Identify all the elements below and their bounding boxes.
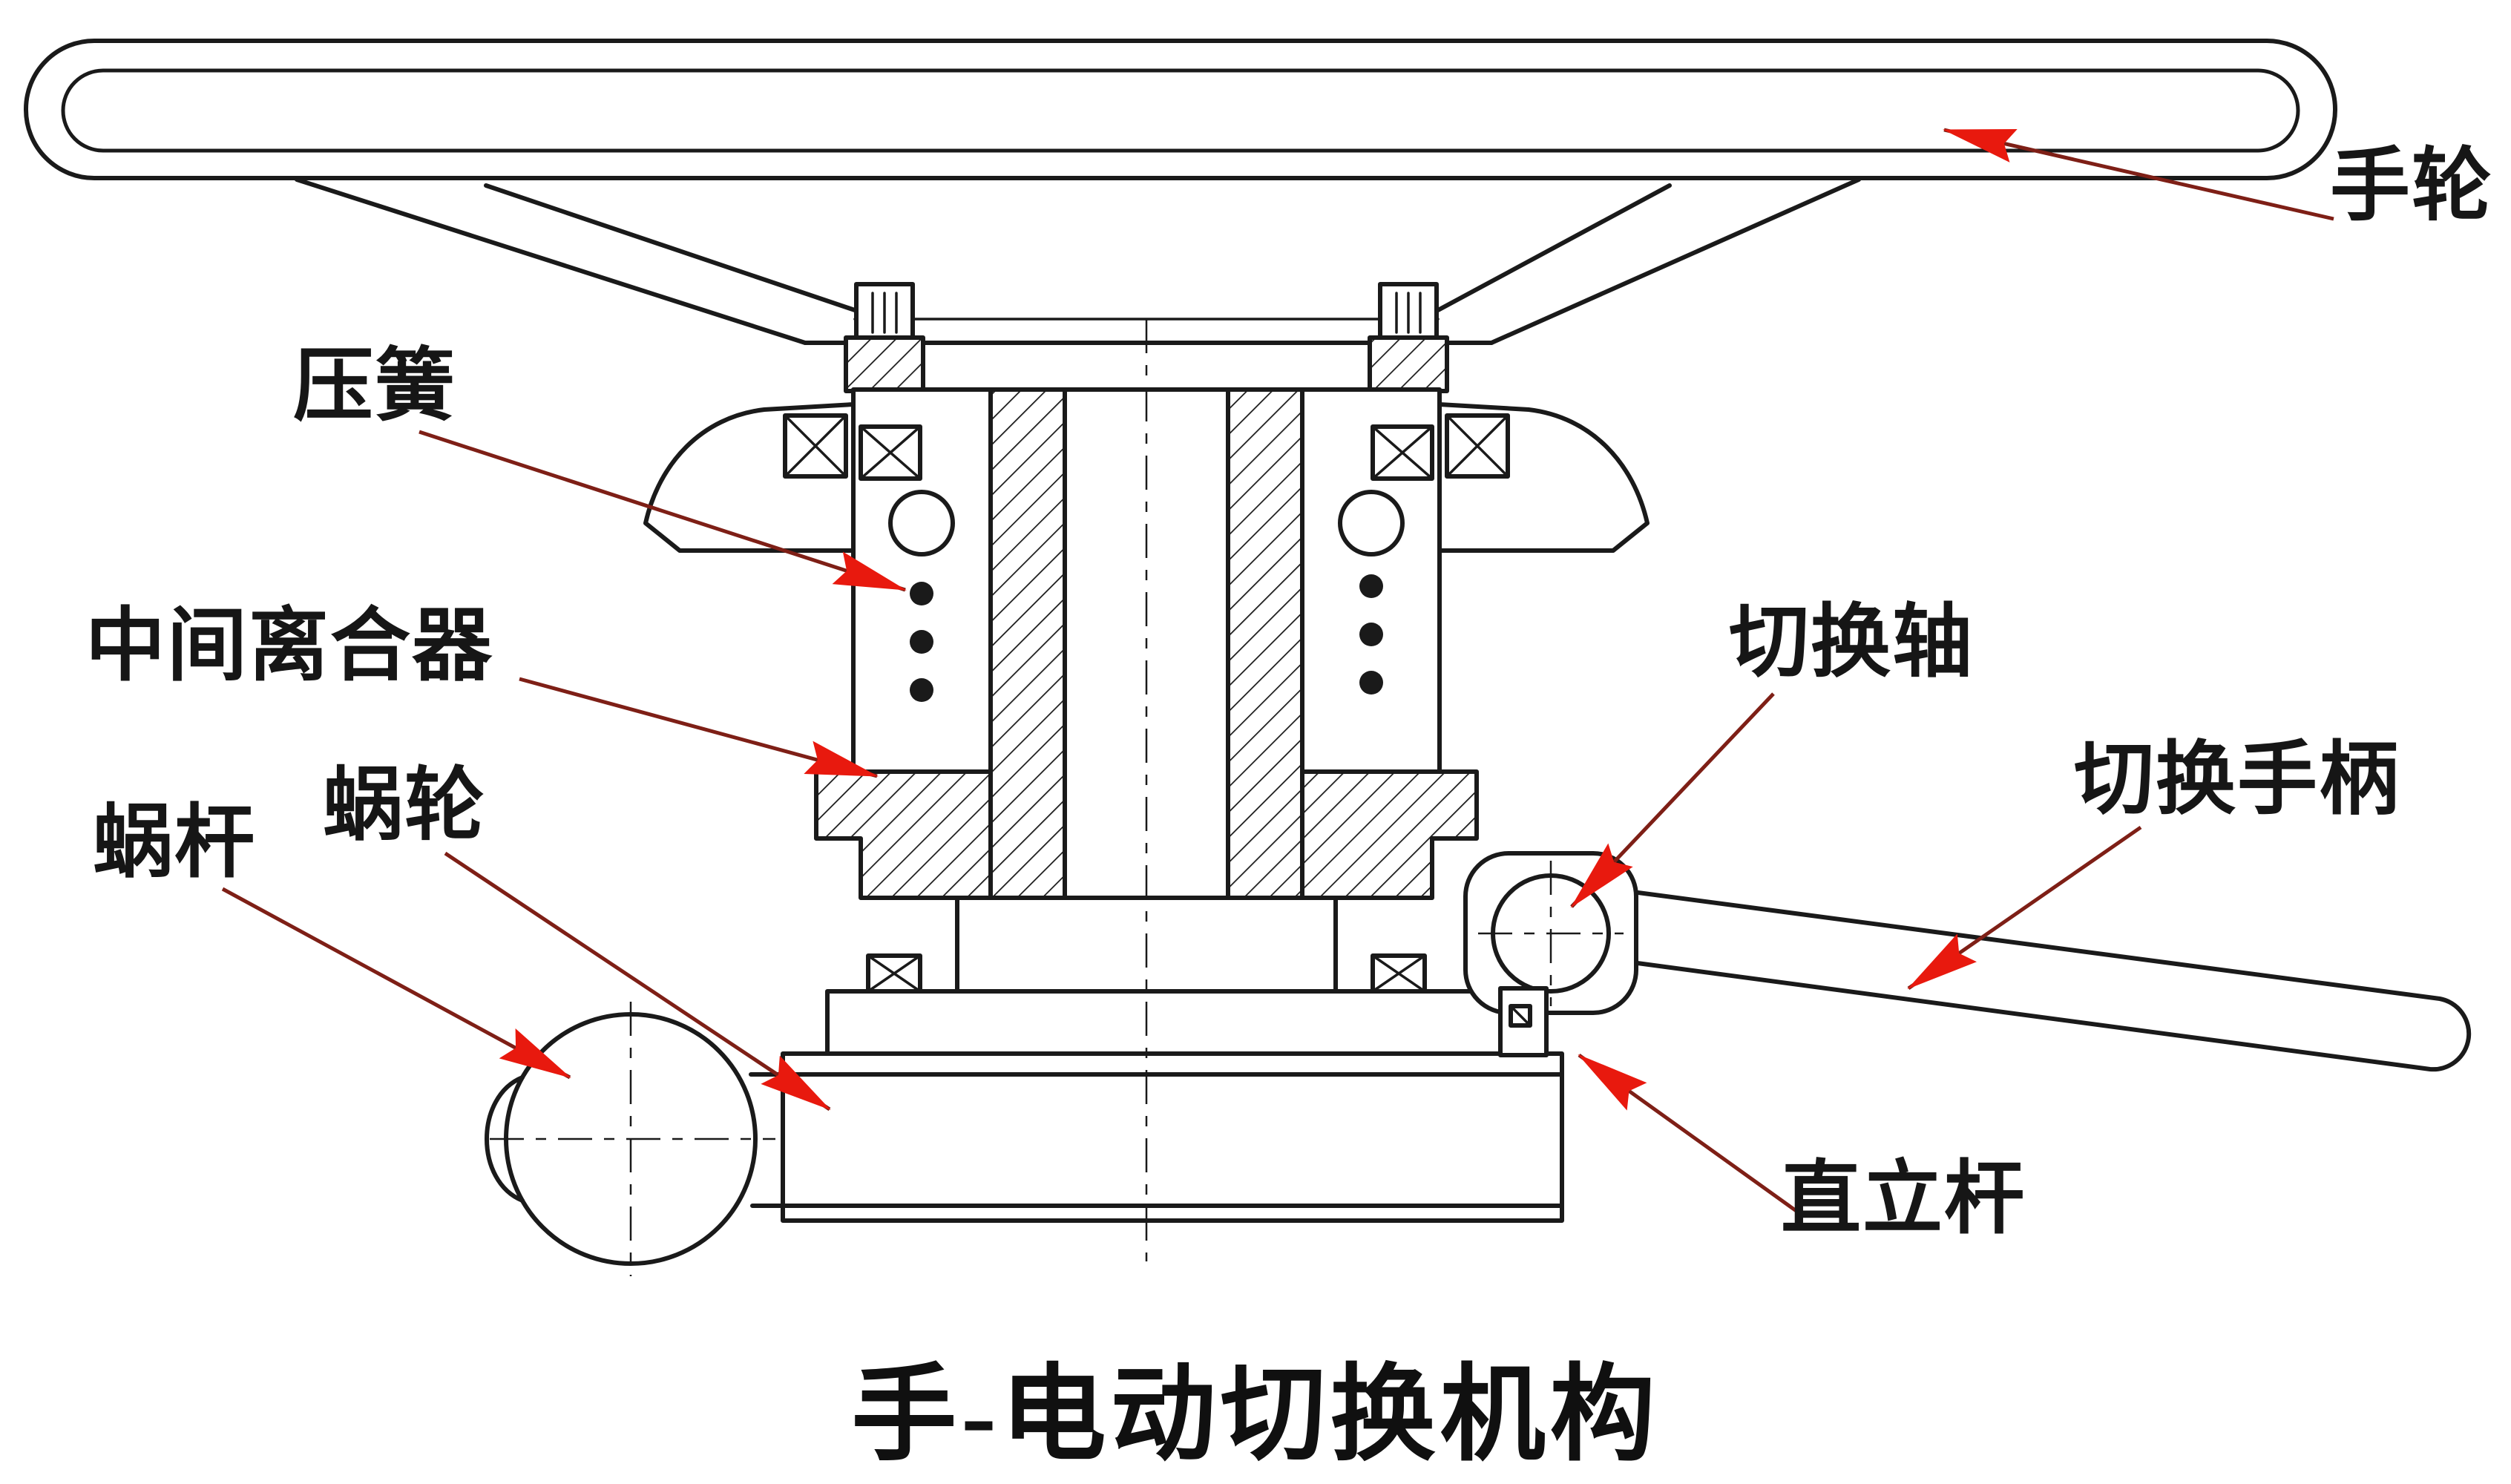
leader-handwheel <box>1943 128 2334 221</box>
flange-bolt-square-left <box>783 413 848 479</box>
handwheel-rim-inner <box>61 68 2300 153</box>
leader-switch-handle <box>1907 825 2142 991</box>
diagram-title: 手-电动切换机构 <box>851 1356 1660 1474</box>
leader-switch-shaft <box>1570 692 1775 908</box>
worm-shaft-lines <box>749 1072 1564 1208</box>
bolt-right <box>1368 282 1449 393</box>
label-intermediate-clutch: 中间离合器 <box>85 603 494 691</box>
base-assembly <box>781 989 1564 1223</box>
bearing-left <box>859 424 955 556</box>
base-square-right <box>1371 953 1427 994</box>
switch-shaft-centerlines <box>1478 861 1624 1006</box>
handwheel <box>24 39 2337 345</box>
flange-bolt-square-right <box>1445 413 1510 479</box>
switch-mechanism <box>1463 851 2472 1072</box>
leader-intermediate-clutch <box>519 677 879 778</box>
compression-spring-right <box>1359 574 1383 695</box>
label-worm: 蜗杆 <box>93 799 257 887</box>
label-worm-wheel: 蜗轮 <box>323 762 487 850</box>
base-body <box>781 1051 1564 1223</box>
leader-worm <box>221 887 571 1080</box>
compression-spring-left <box>910 582 933 702</box>
clutch-step-right <box>1300 769 1479 900</box>
sleeve-right <box>1226 387 1304 900</box>
worm-centerlines <box>490 1002 775 1276</box>
handwheel-spokes <box>295 177 1861 345</box>
leader-compression-spring <box>418 430 907 592</box>
label-switch-handle: 切换手柄 <box>2074 736 2401 824</box>
base-square-left <box>866 953 922 994</box>
leader-worm-wheel <box>444 851 831 1112</box>
vertical-rod-part <box>1498 986 1549 1057</box>
sleeve-left <box>988 387 1067 900</box>
worm-end-cap <box>485 1075 525 1203</box>
bearing-right <box>1338 424 1434 556</box>
label-switch-shaft: 切换轴 <box>1729 599 1975 687</box>
bolt-left <box>844 282 925 393</box>
label-vertical-rod: 直立杆 <box>1781 1155 2026 1244</box>
leader-lines <box>221 128 2334 1215</box>
handwheel-rim <box>24 39 2337 180</box>
label-handwheel: 手轮 <box>2330 142 2494 231</box>
switch-handle-bar <box>1602 888 2472 1072</box>
base-plate <box>825 989 1546 1056</box>
clutch-step-left <box>814 769 993 900</box>
label-compression-spring: 压簧 <box>293 343 457 431</box>
leader-vertical-rod <box>1578 1053 1801 1215</box>
